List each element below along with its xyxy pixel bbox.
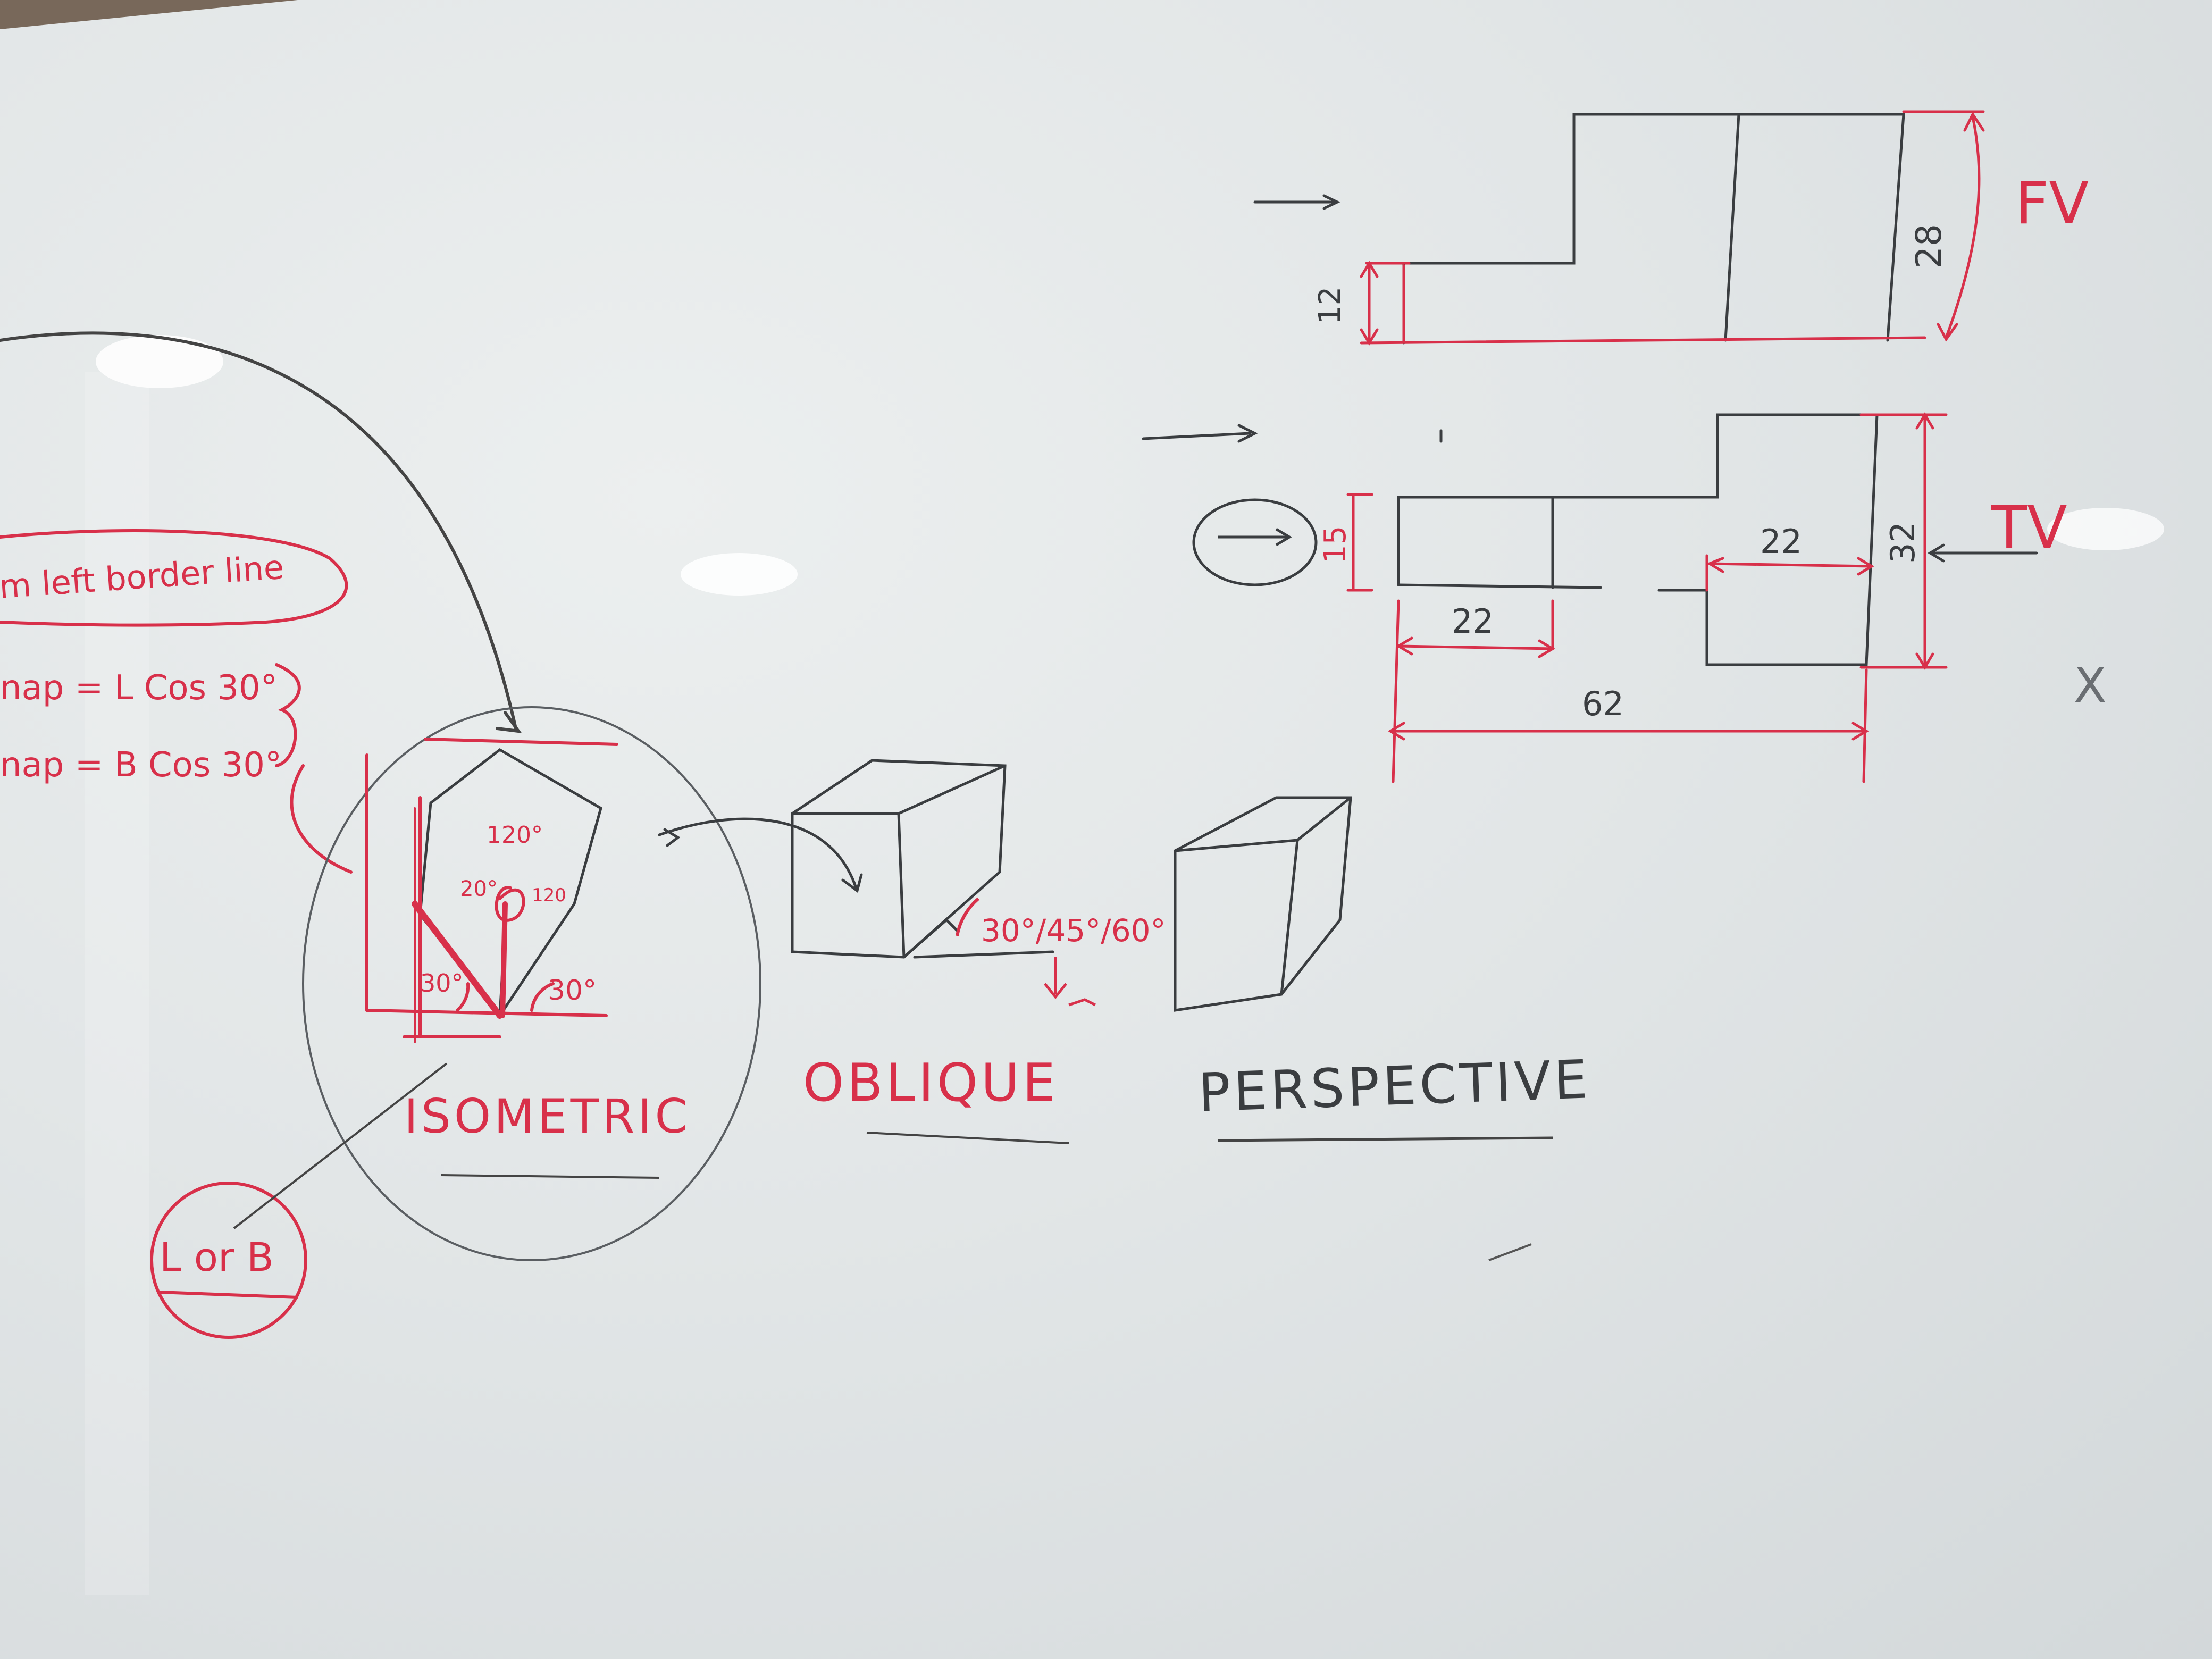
top-view <box>1142 413 1879 666</box>
oblique-angle-arc <box>956 897 979 936</box>
iso-angle-30-left: 30° <box>420 969 464 998</box>
stray-mark <box>1488 1243 1532 1261</box>
tv-dim-62: 62 <box>1582 684 1624 723</box>
tv-dim-22-left: 22 <box>1452 602 1494 641</box>
l-or-b-callout <box>150 1062 448 1339</box>
tv-arrow-circle <box>1192 498 1318 586</box>
formula-l-cos30: nap = L Cos 30° <box>0 668 278 708</box>
light-glare <box>85 335 2164 1595</box>
perspective-underline <box>1217 1136 1553 1142</box>
oblique-title: OBLIQUE <box>803 1053 1059 1113</box>
iso-angle-120-right: 120 <box>532 885 566 906</box>
iso-angle-120-top: 120° <box>487 822 543 849</box>
tv-dim-32: 32 <box>1883 522 1922 564</box>
front-view-dimensions <box>1360 110 1985 346</box>
formula-b-cos30: nap = B Cos 30° <box>0 745 282 785</box>
tv-dim-15: 15 <box>1318 526 1353 564</box>
perspective-box <box>1174 796 1352 1012</box>
x-mark: X <box>2074 658 2107 714</box>
top-view-dimensions <box>1346 412 2038 783</box>
oblique-angles-label: 30°/45°/60° <box>981 912 1166 949</box>
l-or-b-label: L or B <box>160 1235 274 1280</box>
isometric-title: ISOMETRIC <box>404 1089 691 1144</box>
tv-dim-22-right: 22 <box>1760 522 1802 561</box>
oblique-cube <box>658 759 1054 959</box>
oblique-underline <box>866 1132 1069 1144</box>
tv-label: TV <box>1991 493 2067 562</box>
fv-dim-12: 12 <box>1313 287 1347 324</box>
board-frame <box>0 0 298 29</box>
isometric-underline <box>441 1174 660 1179</box>
fv-dim-28: 28 <box>1908 224 1949 269</box>
isometric-construction <box>365 738 618 1043</box>
front-view <box>1253 113 1905 345</box>
perspective-title: PERSPECTIVE <box>1197 1048 1592 1124</box>
oblique-down-arrow <box>1044 957 1096 1007</box>
left-notes <box>0 331 522 874</box>
iso-angle-20: 20° <box>460 877 498 901</box>
fv-label: FV <box>2015 169 2089 237</box>
iso-angle-30-right: 30° <box>548 975 597 1007</box>
